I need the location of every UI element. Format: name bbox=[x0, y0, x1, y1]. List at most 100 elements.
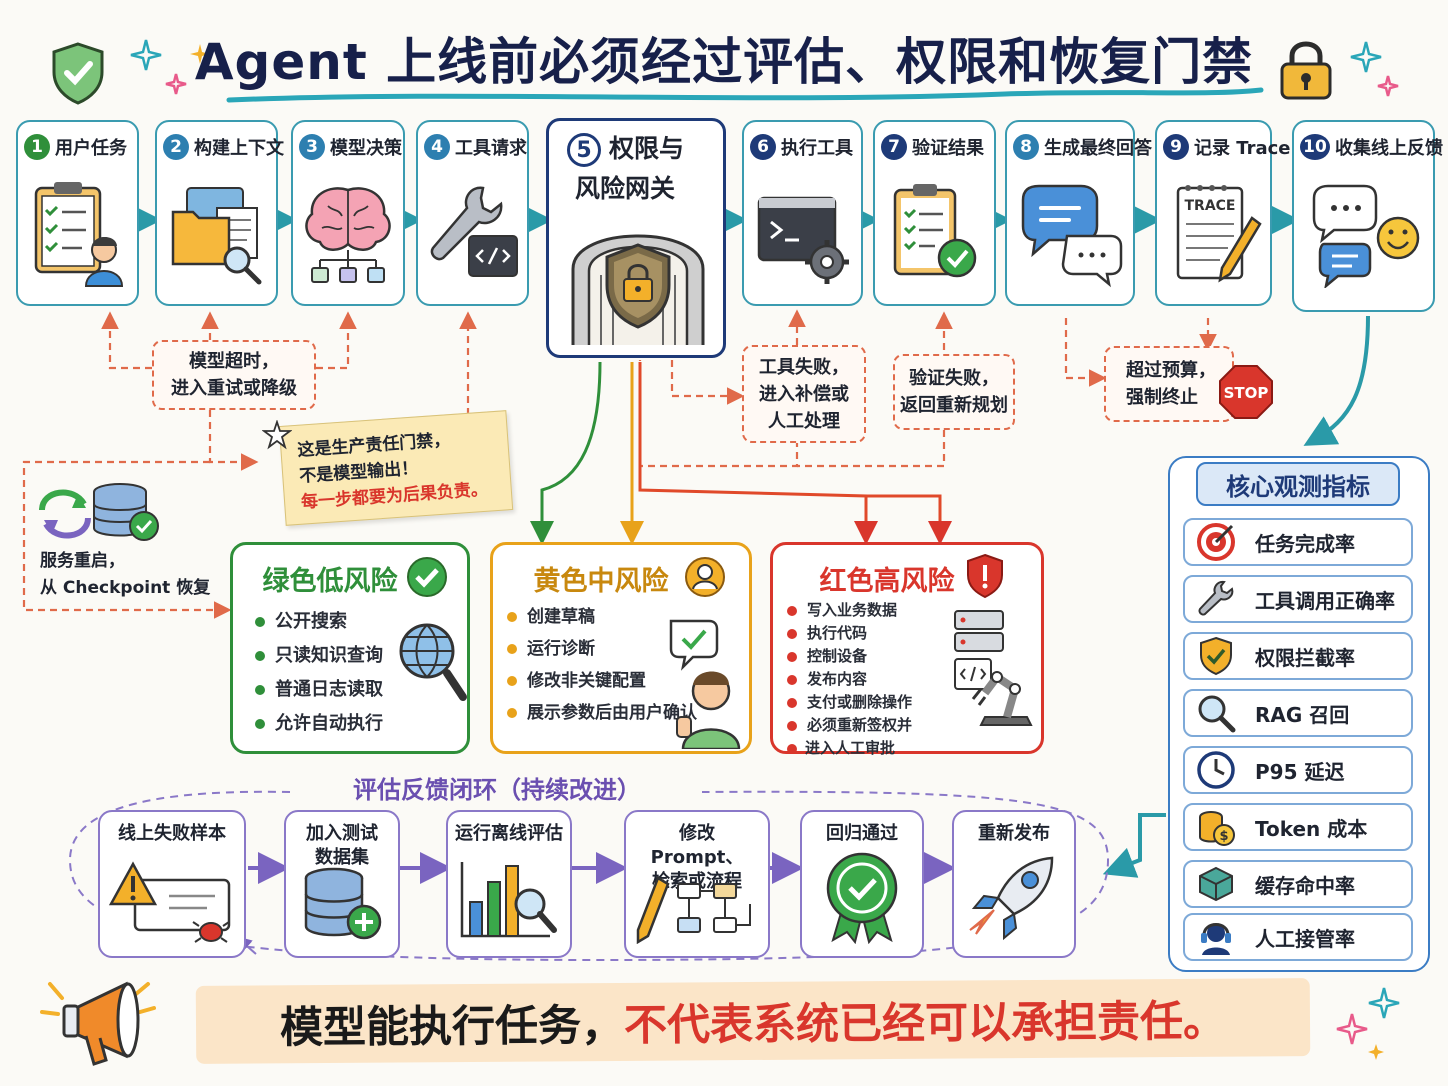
megaphone-icon bbox=[40, 981, 156, 1066]
magnifier-icon bbox=[1198, 695, 1236, 733]
headset-icon bbox=[1201, 923, 1231, 955]
step-number: 2 bbox=[163, 134, 189, 160]
page-title: Agent 上线前必须经过评估、权限和恢复门禁 bbox=[194, 33, 1254, 91]
step-number: 6 bbox=[750, 134, 776, 160]
user-circle-icon bbox=[685, 557, 725, 597]
risk-box-red: 红色高风险 写入业务数据 执行代码 控制设备 发布内容 支付或删除操作 必须重新… bbox=[770, 542, 1044, 757]
step-label: 执行工具 bbox=[781, 138, 853, 159]
list-item: 允许自动执行 bbox=[255, 707, 383, 741]
terminal-gear-icon bbox=[757, 196, 849, 284]
rocket-icon bbox=[969, 856, 1054, 941]
step-label: 模型决策 bbox=[330, 138, 402, 159]
feedback-step-redeploy: 重新发布 bbox=[952, 810, 1076, 958]
clipboard-check-icon bbox=[893, 184, 976, 278]
metric-item: 任务完成率 bbox=[1183, 518, 1413, 566]
metric-label: Token 成本 bbox=[1255, 816, 1368, 841]
note-verify-failure: 验证失败， 返回重新规划 bbox=[893, 354, 1015, 430]
note-line: 进入重试或降级 bbox=[171, 378, 297, 399]
feedback-step-label: 重新发布 bbox=[978, 823, 1050, 844]
restart-line: 从 Checkpoint 恢复 bbox=[40, 578, 211, 598]
warning-bug-icon bbox=[108, 861, 231, 943]
step-number: 1 bbox=[24, 134, 50, 160]
brain-tree-icon bbox=[305, 187, 391, 283]
note-line: 模型超时， bbox=[189, 351, 279, 372]
step-label: 生成最终回答 bbox=[1044, 138, 1152, 159]
risk-list: 写入业务数据 执行代码 控制设备 发布内容 支付或删除操作 必须重新签权并 进入… bbox=[787, 599, 912, 760]
list-item: 支付或删除操作 bbox=[787, 691, 912, 714]
step-label: 收集线上反馈 bbox=[1335, 138, 1443, 159]
step-permission-gateway[interactable]: 5 权限与 风险网关 bbox=[546, 118, 726, 358]
shield-check-icon bbox=[1200, 636, 1232, 676]
shield-gate-icon bbox=[571, 234, 705, 345]
risk-box-yellow: 黄色中风险 创建草稿 运行诊断 修改非关键配置 展示参数后由用户确认 bbox=[490, 542, 752, 754]
server-robot-arm-icon bbox=[954, 610, 1033, 726]
risk-list: 创建草稿 运行诊断 修改非关键配置 展示参数后由用户确认 bbox=[507, 601, 697, 729]
pencil-flow-icon bbox=[636, 876, 751, 944]
sparkle-icon bbox=[1350, 41, 1399, 97]
step-label: 验证结果 bbox=[912, 138, 984, 159]
list-item: 写入业务数据 bbox=[787, 599, 912, 622]
metric-label: 人工接管率 bbox=[1255, 926, 1355, 951]
feedback-step-regression-pass: 回归通过 bbox=[800, 810, 924, 958]
wrench-code-icon bbox=[430, 186, 518, 277]
note-line: 超过预算， bbox=[1126, 360, 1216, 381]
sparkle-icon bbox=[1336, 987, 1400, 1060]
gateway-label-line1: 权限与 bbox=[609, 134, 685, 163]
feedback-step-label: 线上失败样本 bbox=[118, 823, 226, 844]
check-circle-icon bbox=[407, 557, 447, 597]
feedback-step-label: 加入测试 bbox=[306, 823, 378, 844]
metric-label: 工具调用正确率 bbox=[1255, 588, 1395, 613]
note-line: 工具失败， bbox=[759, 356, 849, 378]
note-line: 验证失败， bbox=[909, 368, 999, 389]
metric-item: 人工接管率 bbox=[1183, 913, 1413, 961]
note-line: 人工处理 bbox=[768, 410, 840, 432]
wrench-icon bbox=[1198, 580, 1234, 616]
step-label: 记录 Trace bbox=[1194, 138, 1291, 159]
risk-list: 公开搜索 只读知识查询 普通日志读取 允许自动执行 bbox=[255, 605, 383, 741]
feedback-step-offline-eval: 运行离线评估 bbox=[446, 810, 572, 958]
feedback-step-label: 修改 Prompt、 bbox=[650, 823, 744, 868]
sparkle-icon bbox=[130, 39, 210, 95]
note-model-timeout: 模型超时， 进入重试或降级 bbox=[152, 340, 316, 410]
stop-sign-text: STOP bbox=[1224, 384, 1269, 402]
note-budget-exceeded: 超过预算， 强制终止 bbox=[1104, 346, 1234, 422]
title-underline bbox=[226, 87, 1264, 103]
title-lock-icon bbox=[1280, 41, 1332, 100]
list-item: 发布内容 bbox=[787, 668, 912, 691]
list-item: 只读知识查询 bbox=[255, 639, 383, 673]
banner-text-red: 不代表系统已经可以承担责任。 bbox=[623, 996, 1227, 1051]
note-line: 返回重新规划 bbox=[900, 395, 1008, 416]
step-label: 构建上下文 bbox=[194, 138, 284, 159]
feedback-step-label: 数据集 bbox=[315, 847, 369, 868]
feedback-smile-icon bbox=[1312, 184, 1419, 288]
metric-label: 任务完成率 bbox=[1255, 531, 1355, 556]
metric-item: RAG 召回 bbox=[1183, 689, 1413, 737]
note-line: 进入补偿或 bbox=[759, 383, 849, 405]
feedback-step-label: 回归通过 bbox=[826, 823, 898, 844]
list-item: 普通日志读取 bbox=[255, 673, 383, 707]
chart-magnifier-icon bbox=[460, 862, 557, 938]
stop-sign-icon: STOP bbox=[1219, 365, 1273, 419]
metric-item: $ Token 成本 bbox=[1183, 803, 1413, 851]
clipboard-user-icon bbox=[34, 182, 123, 287]
metric-item: 缓存命中率 bbox=[1183, 860, 1413, 908]
restart-database-icon bbox=[39, 483, 159, 541]
restart-line: 服务重启， bbox=[40, 551, 125, 571]
step-number: 5 bbox=[567, 133, 601, 167]
step-number: 3 bbox=[299, 134, 325, 160]
restart-note: 服务重启， 从 Checkpoint 恢复 bbox=[40, 548, 210, 602]
metric-label: 权限拦截率 bbox=[1255, 645, 1355, 670]
metric-item: 工具调用正确率 bbox=[1183, 575, 1413, 623]
clock-icon bbox=[1197, 751, 1235, 789]
metric-label: 缓存命中率 bbox=[1255, 873, 1355, 898]
